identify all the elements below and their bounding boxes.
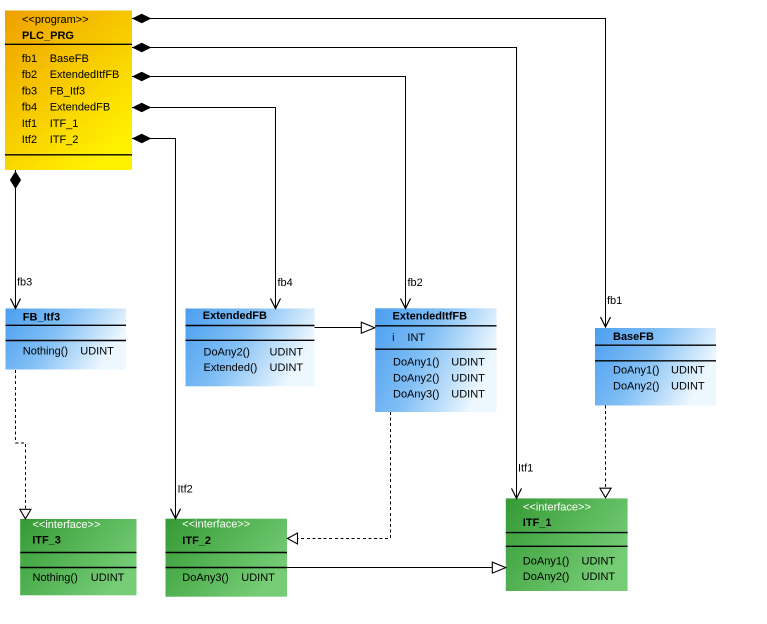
svg-text:fb4: fb4 [22, 102, 37, 114]
svg-text:UDINT: UDINT [582, 555, 616, 567]
svg-text:<<interface>>: <<interface>> [182, 518, 250, 530]
svg-text:INT: INT [407, 332, 425, 344]
svg-text:UDINT: UDINT [241, 572, 275, 584]
svg-text:ExtendedItfFB: ExtendedItfFB [50, 69, 120, 81]
svg-text:Extended(): Extended() [204, 362, 258, 374]
svg-text:Itf2: Itf2 [22, 134, 37, 146]
svg-text:UDINT: UDINT [671, 364, 705, 376]
svg-text:Itf1: Itf1 [22, 118, 37, 130]
svg-text:ExtendedItfFB: ExtendedItfFB [393, 310, 468, 322]
svg-text:Nothing(): Nothing() [23, 346, 68, 358]
svg-text:BaseFB: BaseFB [50, 53, 89, 65]
svg-text:UDINT: UDINT [582, 571, 616, 583]
svg-text:PLC_PRG: PLC_PRG [22, 30, 74, 42]
svg-text:<<program>>: <<program>> [22, 14, 89, 26]
svg-text:fb1: fb1 [22, 53, 37, 65]
svg-text:FB_Itf3: FB_Itf3 [23, 312, 60, 324]
svg-text:<<interface>>: <<interface>> [33, 519, 101, 531]
svg-text:UDINT: UDINT [80, 346, 114, 358]
svg-text:DoAny1(): DoAny1() [523, 555, 569, 567]
svg-text:DoAny2(): DoAny2() [613, 381, 659, 393]
svg-text:UDINT: UDINT [451, 373, 485, 385]
svg-text:ITF_1: ITF_1 [50, 118, 79, 130]
svg-text:fb2: fb2 [408, 277, 423, 289]
svg-text:fb3: fb3 [22, 86, 37, 98]
svg-text:Nothing(): Nothing() [33, 572, 78, 584]
svg-text:UDINT: UDINT [451, 356, 485, 368]
svg-text:fb1: fb1 [607, 295, 622, 307]
svg-text:Itf1: Itf1 [518, 463, 533, 475]
svg-text:UDINT: UDINT [91, 572, 125, 584]
svg-text:DoAny1(): DoAny1() [393, 356, 439, 368]
svg-text:fb4: fb4 [278, 277, 293, 289]
svg-text:DoAny2(): DoAny2() [393, 373, 439, 385]
svg-text:Itf2: Itf2 [178, 484, 193, 496]
svg-text:DoAny3(): DoAny3() [182, 572, 228, 584]
svg-text:ITF_2: ITF_2 [50, 134, 79, 146]
svg-text:DoAny2(): DoAny2() [523, 571, 569, 583]
svg-text:UDINT: UDINT [451, 389, 485, 401]
svg-text:BaseFB: BaseFB [613, 331, 654, 343]
svg-text:DoAny1(): DoAny1() [613, 364, 659, 376]
svg-text:<<interface>>: <<interface>> [523, 502, 591, 514]
svg-text:ExtendedFB: ExtendedFB [50, 102, 111, 114]
svg-text:fb2: fb2 [22, 69, 37, 81]
svg-text:UDINT: UDINT [270, 346, 304, 358]
svg-text:ITF_1: ITF_1 [523, 517, 552, 529]
svg-text:UDINT: UDINT [270, 362, 304, 374]
svg-text:DoAny3(): DoAny3() [393, 389, 439, 401]
svg-text:fb3: fb3 [17, 277, 32, 289]
svg-text:ITF_3: ITF_3 [32, 535, 61, 547]
svg-text:FB_Itf3: FB_Itf3 [50, 86, 85, 98]
svg-text:ITF_2: ITF_2 [182, 535, 211, 547]
svg-text:DoAny2(): DoAny2() [204, 346, 250, 358]
svg-text:ExtendedFB: ExtendedFB [203, 310, 267, 322]
svg-text:UDINT: UDINT [671, 381, 705, 393]
svg-text:i: i [392, 332, 394, 344]
